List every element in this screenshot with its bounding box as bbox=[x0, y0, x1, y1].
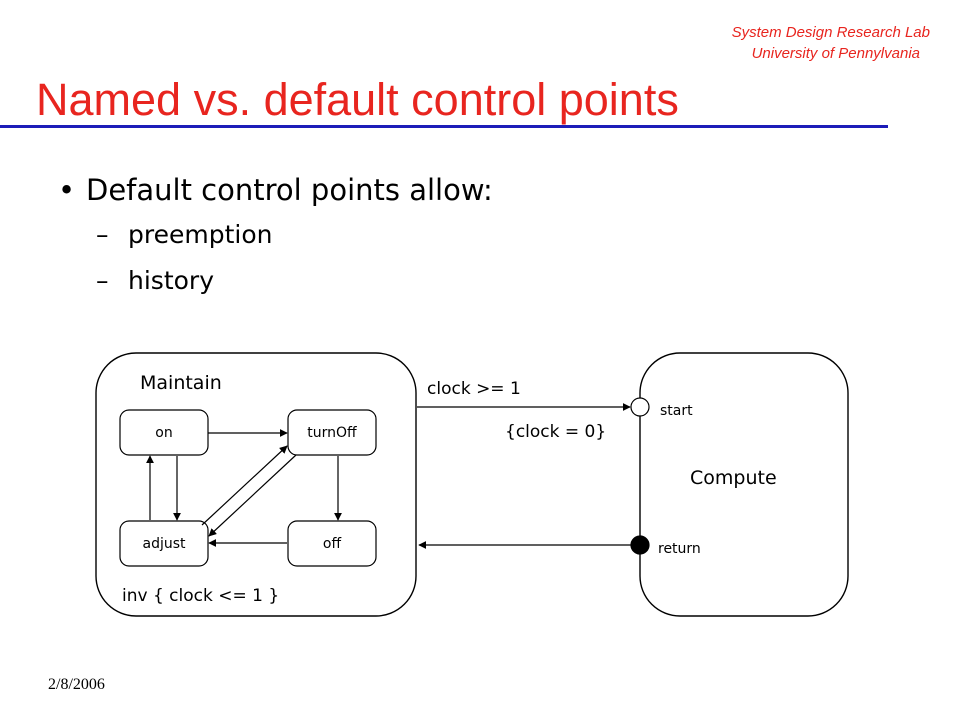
start-point-label: start bbox=[660, 403, 693, 419]
title-rule bbox=[0, 125, 888, 128]
compute-mode-box bbox=[639, 352, 849, 617]
bullet-dot-icon: • bbox=[58, 173, 76, 207]
footer-date: 2/8/2006 bbox=[48, 676, 105, 693]
return-control-point bbox=[630, 535, 650, 555]
bullet-list: • Default control points allow: –preempti… bbox=[58, 168, 493, 304]
invariant-label: inv { clock <= 1 } bbox=[122, 586, 279, 606]
dash-icon: – bbox=[96, 220, 109, 249]
state-on-label: on bbox=[155, 425, 172, 441]
compute-label: Compute bbox=[690, 467, 777, 489]
arrow-adjust-to-turnoff bbox=[201, 445, 288, 526]
bullet-text: Default control points allow: bbox=[86, 173, 493, 207]
subitem-text: history bbox=[128, 266, 214, 295]
university-name: University of Pennylvania bbox=[751, 45, 920, 62]
arrow-turnoff-to-adjust bbox=[208, 454, 297, 537]
maintain-mode-box bbox=[95, 352, 417, 617]
bullet-item: • Default control points allow: bbox=[58, 168, 493, 212]
state-turnoff-label: turnOff bbox=[307, 425, 357, 441]
lab-affiliation: System Design Research Lab University of… bbox=[630, 22, 930, 64]
state-turnoff bbox=[287, 409, 377, 456]
state-adjust bbox=[119, 520, 209, 567]
subitem-preemption: –preemption bbox=[96, 212, 493, 258]
subitem-history: –history bbox=[96, 258, 493, 304]
slide-title: Named vs. default control points bbox=[36, 74, 679, 125]
lab-name: System Design Research Lab bbox=[731, 24, 930, 41]
state-off-label: off bbox=[323, 536, 342, 552]
state-off bbox=[287, 520, 377, 567]
maintain-label: Maintain bbox=[140, 372, 222, 394]
transition-guard-label: clock >= 1 bbox=[427, 379, 521, 399]
return-point-label: return bbox=[658, 541, 701, 557]
start-control-point bbox=[630, 397, 650, 417]
state-adjust-label: adjust bbox=[142, 536, 186, 552]
dash-icon: – bbox=[96, 266, 109, 295]
subitem-text: preemption bbox=[128, 220, 273, 249]
transition-action-label: {clock = 0} bbox=[505, 422, 606, 442]
